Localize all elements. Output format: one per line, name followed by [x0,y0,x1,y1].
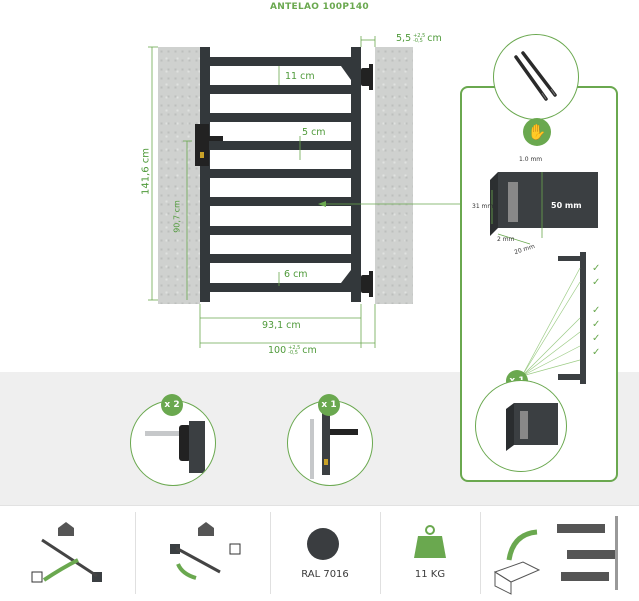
lock-qty-badge: x 1 [318,394,340,416]
gap-value: 5,5 [396,33,412,44]
latch-height-label: 90,7 cm [172,200,182,233]
gate-drawing [148,36,460,348]
gate-post-left [200,47,210,302]
divider [380,512,381,594]
color-label: RAL 7016 [301,569,349,580]
product-title: ANTELAO 100P140 [270,2,369,12]
bottom-gap-label: 6 cm [284,269,308,280]
divider [135,512,136,594]
gate-post-right [351,47,361,302]
inner-width-label: 93,1 cm [262,320,301,331]
post-detail [521,252,586,384]
screws-circle [493,34,579,120]
opening-inward-icon [31,522,102,583]
gap-dimension: 5,5+2,5-0,5 cm [396,33,442,44]
total-width-dimension: 100+2,5-0,5 cm [268,345,317,356]
slat-gap-label: 5 cm [302,127,326,138]
divider [480,512,481,594]
gap-unit: cm [427,33,442,44]
slat-spacing-label: 11 cm [285,71,315,82]
height-label: 141,6 cm [140,147,152,196]
inner-height-label: 31 mm [472,203,494,210]
hinge-top [361,68,371,86]
weight-icon [414,525,446,558]
height-mm-label: 50 mm [551,201,582,210]
profile-end-circle [475,380,567,472]
wall-label: 2 mm [497,236,515,243]
slat [210,113,351,122]
weight-label: 11 KG [414,569,446,580]
width-minus: -0,5 [288,349,298,356]
thickness-label: 1.0 mm [519,156,543,163]
check-icons: ✓✓✓✓✓✓ [592,263,601,358]
gap-plus: +2,5 [413,32,426,39]
color-swatch [307,528,339,560]
left-pillar [158,47,200,304]
hand-icon: ✋ [523,118,551,146]
width-plus: +2,5 [288,344,301,351]
slat [210,226,351,235]
lock-box [195,124,223,166]
hinge-qty-badge: x 2 [161,394,183,416]
packaging-icon [493,516,618,595]
slat [210,141,351,150]
divider [270,512,271,594]
slat [210,197,351,206]
slat [210,283,351,292]
opening-outward-icon [170,522,241,580]
slat [210,85,351,94]
slat [210,254,351,263]
slat [210,169,351,178]
gap-minus: -0,5 [413,37,423,44]
profile-section [490,172,598,245]
total-width-unit: cm [302,345,317,356]
slat [210,57,351,66]
total-width-value: 100 [268,345,287,356]
hinge-bottom [361,275,371,293]
right-pillar [375,47,413,304]
